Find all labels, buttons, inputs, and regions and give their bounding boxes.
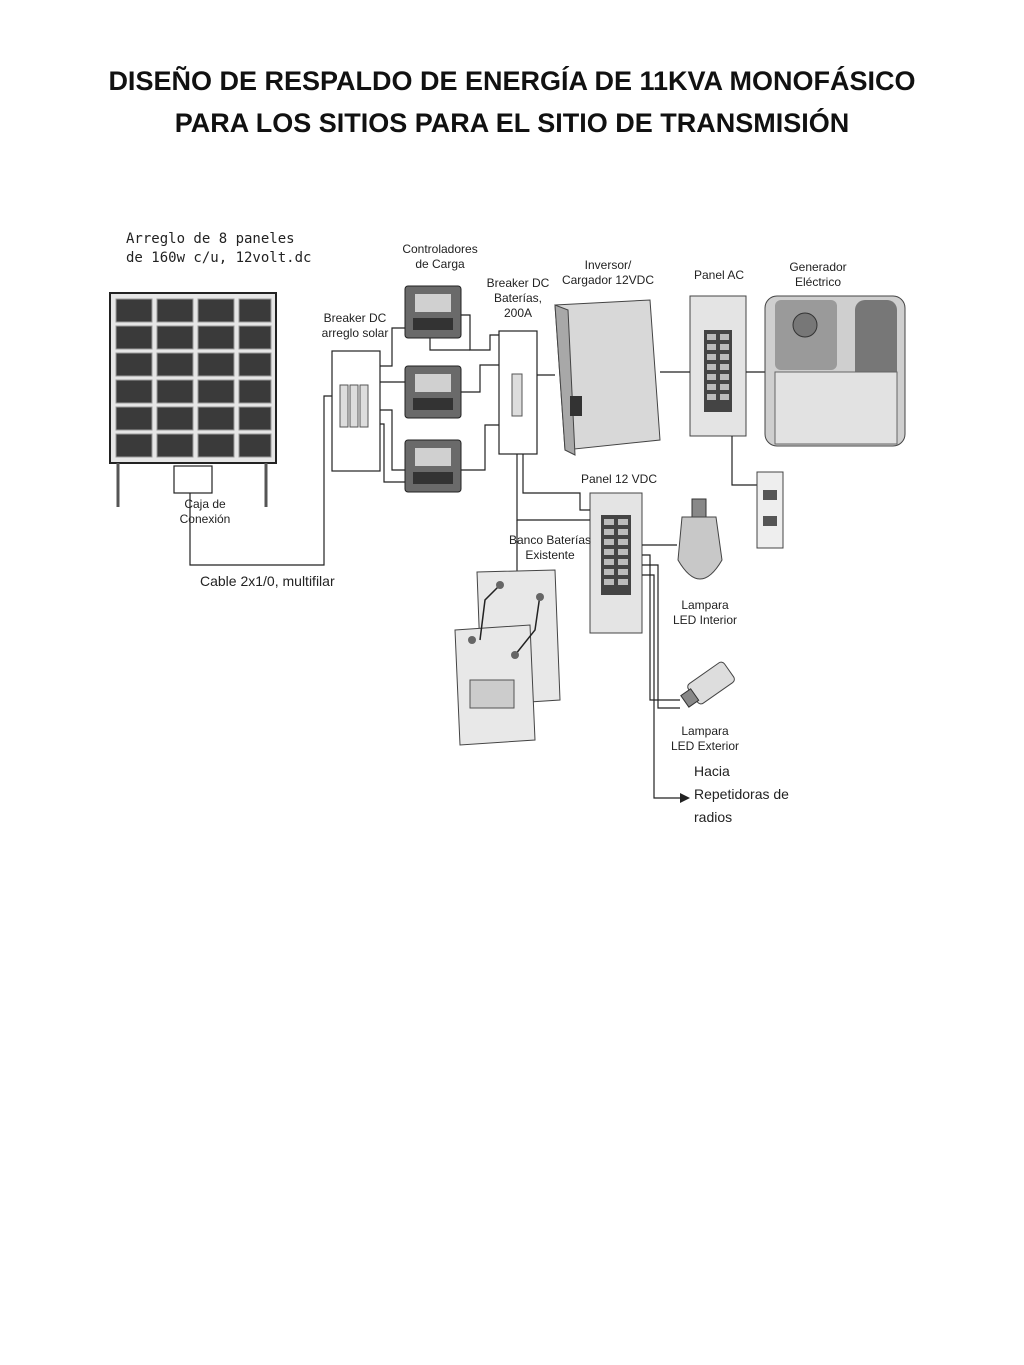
label-repeaters-line-2: Repetidoras de [694, 786, 789, 802]
label-repeaters-line-1: Hacia [694, 763, 730, 779]
label-led-exterior: Lampara LED Exterior [668, 724, 742, 754]
label-battery-breaker-line-1: Breaker DC [486, 276, 550, 290]
label-charge-controllers-line-1: Controladores [402, 242, 478, 256]
solar-breaker-box [331, 350, 381, 472]
diagram-title-line-1: DISEÑO DE RESPALDO DE ENERGÍA DE 11KVA M… [108, 66, 916, 96]
label-solar-breaker: Breaker DC arreglo solar [318, 311, 392, 341]
generator [764, 295, 906, 447]
label-charge-controllers: Controladores de Carga [397, 242, 483, 272]
controller-wiring [380, 314, 499, 483]
label-battery-breaker-line-2: Baterías, [493, 291, 543, 305]
label-battery-breaker-line-3: 200A [503, 306, 533, 320]
label-battery-breaker: Breaker DC Baterías, 200A [482, 276, 554, 321]
battery-bank [454, 569, 561, 746]
label-battery-bank: Banco Baterías Existente [508, 533, 592, 563]
label-generator: Generador Eléctrico [780, 260, 856, 290]
led-exterior-lamp [680, 661, 735, 708]
diagram-title-line-2: PARA LOS SITIOS PARA EL SITIO DE TRANSMI… [174, 108, 850, 138]
label-led-interior-line-1: Lampara [681, 598, 729, 612]
label-junction-box-line-2: Conexión [179, 512, 231, 526]
label-solar-array-line-2: de 160w c/u, 12volt.dc [126, 250, 312, 266]
dc-12v-panel [589, 492, 643, 634]
label-inverter-line-1: Inversor/ [584, 258, 632, 272]
inverter-charger [554, 299, 661, 456]
ac-wiring [660, 371, 765, 486]
label-generator-line-1: Generador [789, 260, 847, 274]
label-junction-box: Caja de Conexión [170, 497, 240, 527]
ac-panel [689, 295, 747, 437]
label-led-interior-line-2: LED Interior [672, 613, 738, 627]
label-led-exterior-line-2: LED Exterior [670, 739, 740, 753]
repeaters-arrow [680, 793, 690, 803]
label-inverter: Inversor/ Cargador 12VDC [560, 258, 656, 288]
label-battery-bank-line-2: Existente [525, 548, 575, 562]
junction-box [173, 465, 213, 494]
label-repeaters: Hacia Repetidoras de radios [694, 760, 789, 829]
label-solar-array: Arreglo de 8 paneles de 160w c/u, 12volt… [126, 230, 311, 268]
label-solar-breaker-line-2: arreglo solar [321, 326, 389, 340]
solar-panel-array [109, 292, 277, 507]
label-led-exterior-line-1: Lampara [681, 724, 729, 738]
cable-line [189, 395, 332, 566]
charge-controller-2 [404, 365, 462, 419]
ac-outlet [756, 471, 784, 549]
label-solar-breaker-line-1: Breaker DC [323, 311, 387, 325]
battery-breaker-box [498, 330, 538, 455]
label-junction-box-line-1: Caja de [184, 497, 226, 511]
label-led-interior: Lampara LED Interior [668, 598, 742, 628]
label-repeaters-line-3: radios [694, 809, 733, 825]
charge-controller-1 [404, 285, 462, 339]
label-cable: Cable 2x1/0, multifilar [200, 573, 335, 589]
label-generator-line-2: Eléctrico [794, 275, 841, 289]
label-charge-controllers-line-2: de Carga [415, 257, 465, 271]
label-battery-bank-line-1: Banco Baterías [508, 533, 592, 547]
label-solar-array-line-1: Arreglo de 8 paneles [126, 231, 295, 247]
label-ac-panel: Panel AC [693, 268, 745, 282]
charge-controller-3 [404, 439, 462, 493]
led-interior-lamp [677, 498, 723, 580]
label-dc-12v-panel: Panel 12 VDC [580, 472, 658, 486]
label-inverter-line-2: Cargador 12VDC [561, 273, 655, 287]
